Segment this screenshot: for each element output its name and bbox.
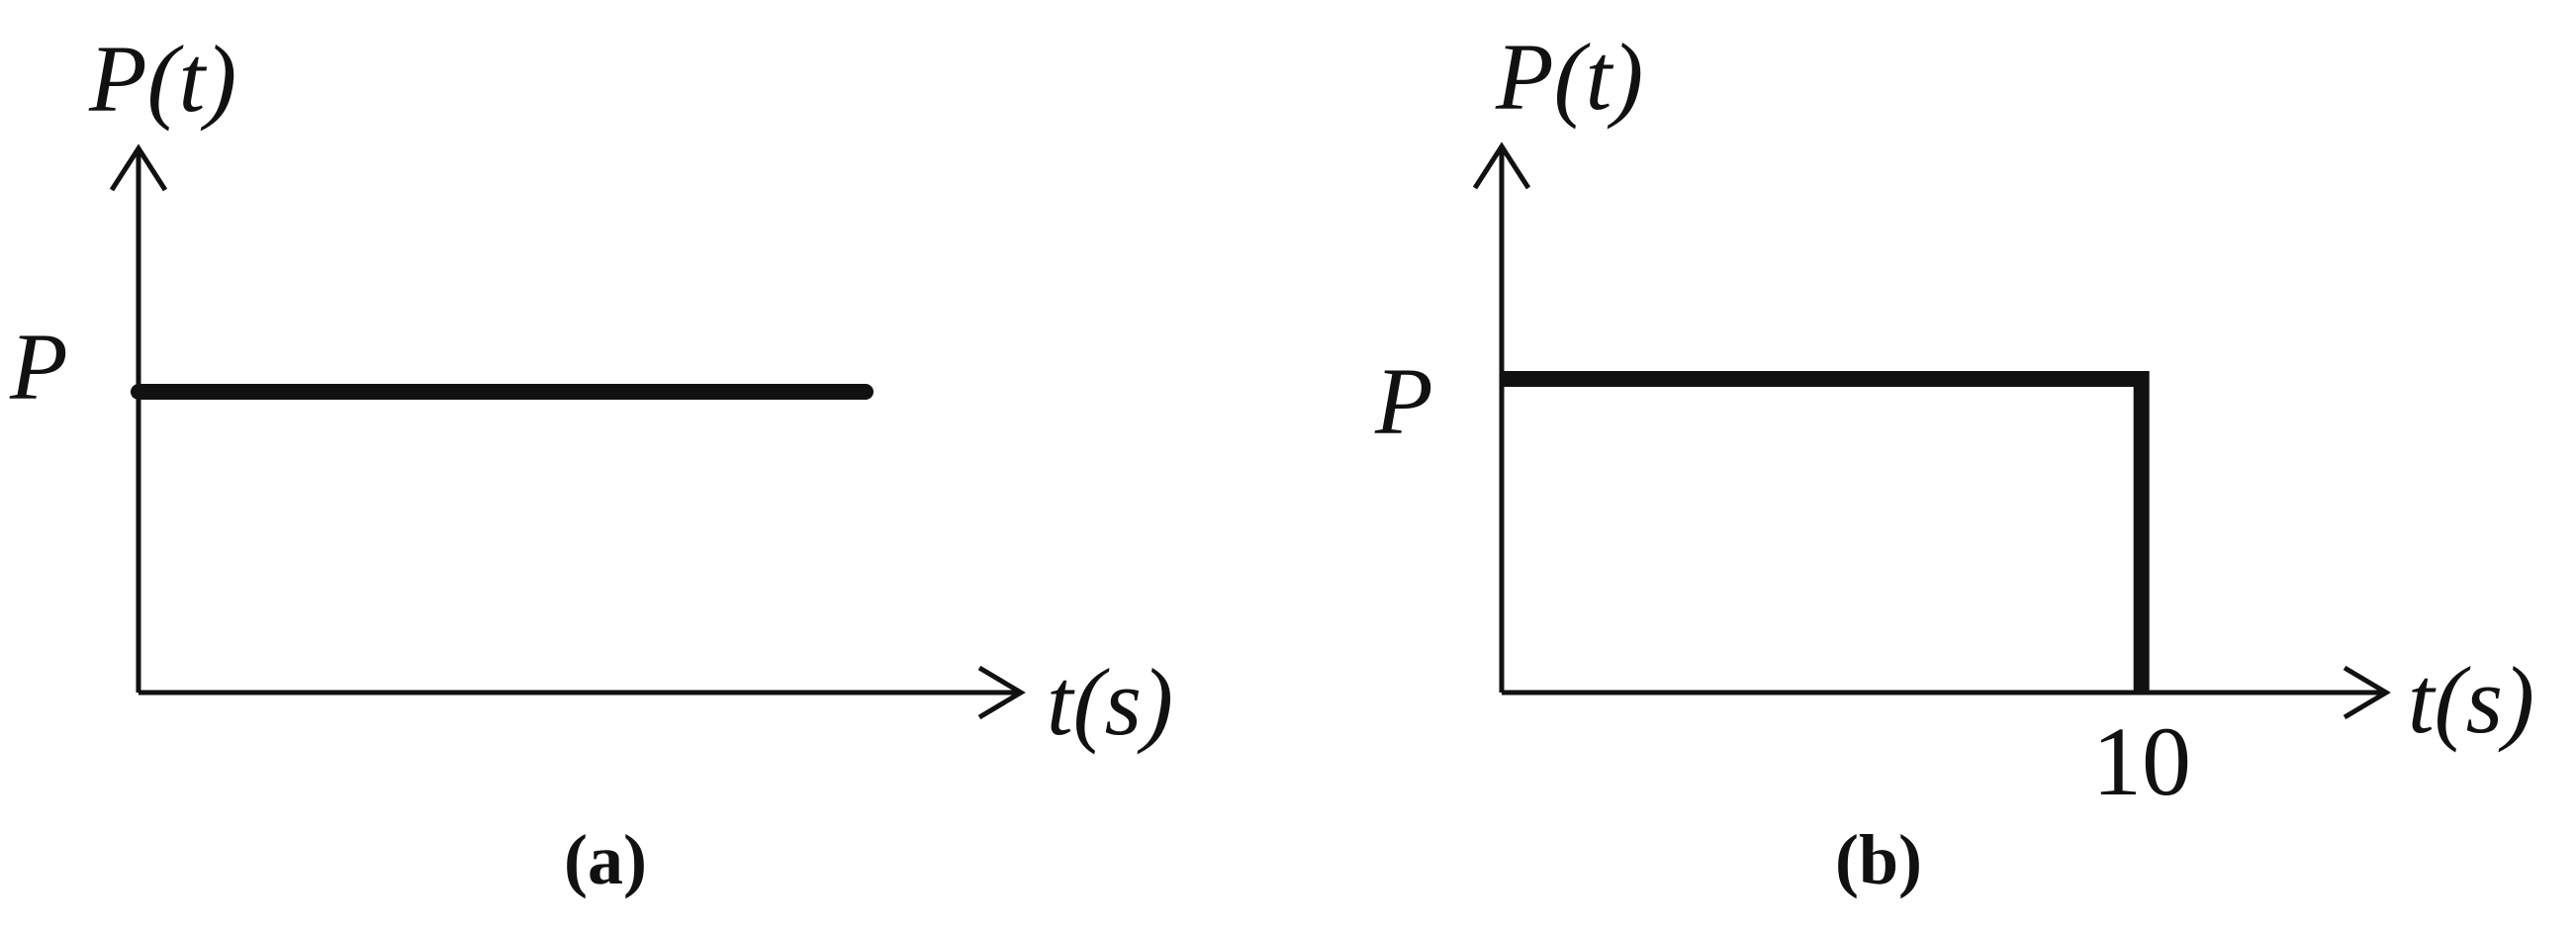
panel-a: P(t) P t(s) (a) <box>9 26 1173 899</box>
y-axis-label-a: P(t) <box>88 26 236 132</box>
y-axis-arrowhead-b <box>1472 141 1531 190</box>
y-axis-arrowhead-a <box>109 143 168 192</box>
x-axis-label-a: t(s) <box>1047 649 1173 755</box>
x-tick-label-b: 10 <box>2092 706 2191 816</box>
panel-label-a: (a) <box>564 820 647 899</box>
panel-label-b: (b) <box>1835 820 1922 899</box>
x-axis-arrowhead-b <box>2343 665 2391 720</box>
x-axis-label-b: t(s) <box>2408 647 2534 753</box>
panel-b: P(t) P 10 t(s) (b) <box>1374 24 2534 899</box>
y-axis-label-b: P(t) <box>1495 24 1643 130</box>
series-line-b <box>1502 371 2150 693</box>
y-tick-label-a: P <box>9 314 68 419</box>
y-tick-label-b: P <box>1374 348 1433 454</box>
x-axis-arrowhead-a <box>977 665 1026 720</box>
